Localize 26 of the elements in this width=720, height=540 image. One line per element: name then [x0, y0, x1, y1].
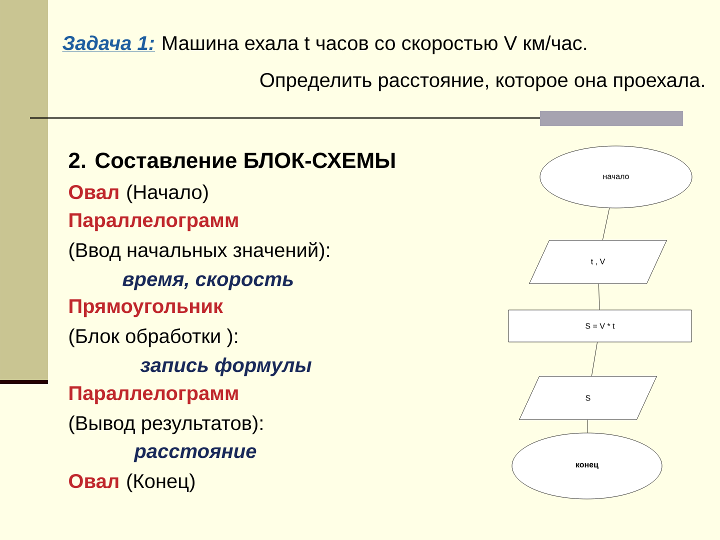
data-parallelogram: S	[519, 376, 657, 420]
connector-line	[602, 208, 610, 240]
connector-line	[598, 283, 600, 310]
process-box: S = V * t	[508, 310, 692, 342]
terminal-oval: конец	[512, 432, 662, 500]
example-text: время, скорость	[122, 275, 293, 290]
example-text: расстояние	[134, 447, 256, 462]
shape-description: (Ввод начальных значений):	[69, 242, 330, 262]
connector-line	[587, 419, 588, 433]
task-text: Машина ехала t часов со скоростью V км/час.	[163, 36, 586, 54]
data-parallelogram: t , V	[529, 240, 667, 284]
task-heading: Задача 1:	[62, 36, 156, 52]
shape-name: Прямоугольник	[70, 299, 224, 318]
shape-description: (Конец)	[127, 474, 194, 492]
section-heading: 2. Составление БЛОК-СХЕМЫ	[68, 152, 395, 168]
connector-line	[591, 342, 598, 376]
shape-name: Овал	[69, 474, 118, 488]
shape-name: Параллелограмм	[70, 386, 238, 404]
task-text: Определить расстояние, которое она проехала.	[260, 73, 704, 92]
example-text: запись формулы	[140, 358, 312, 376]
shape-name: Параллелограмм	[70, 213, 238, 232]
shape-description: (Блок обработки ):	[69, 328, 238, 348]
shape-description: (Вывод результатов):	[69, 416, 262, 434]
shape-name: Овал	[69, 185, 118, 200]
shape-description: (Начало)	[127, 184, 208, 204]
terminal-oval: начало	[540, 146, 692, 208]
